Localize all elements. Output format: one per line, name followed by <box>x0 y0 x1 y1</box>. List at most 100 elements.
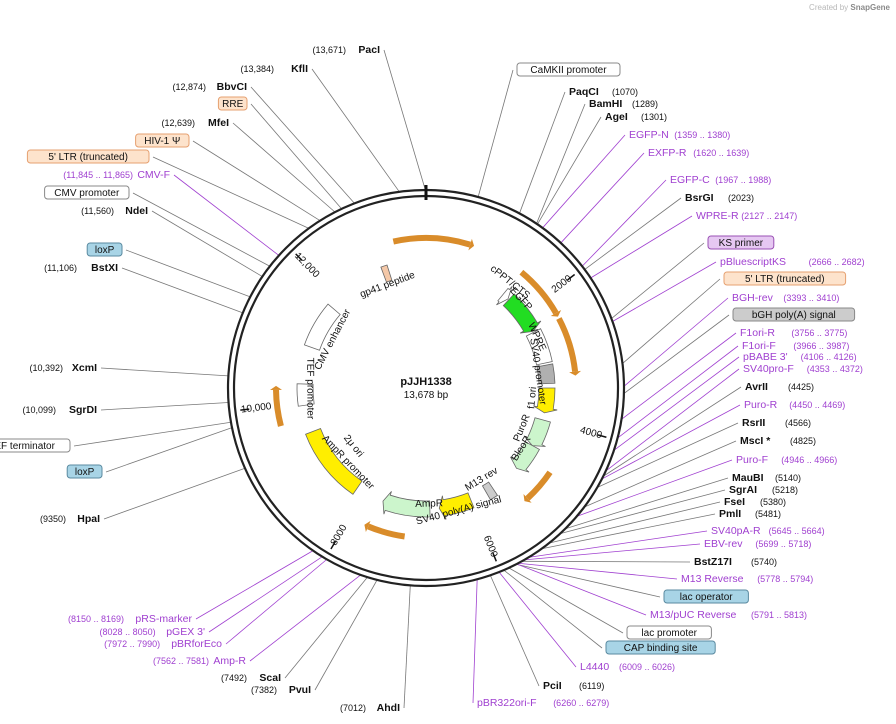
feature-shape-egfp <box>502 293 542 334</box>
loxp-feature: loxP <box>86 242 123 257</box>
leader-right-2 <box>536 103 586 224</box>
pbabe-3-primer: pBABE 3'(4106 .. 4126) <box>743 351 857 363</box>
label-pos: (1620 .. 1639) <box>693 148 749 158</box>
ndei-site: NdeI(11,560) <box>81 205 148 217</box>
leader-left-9 <box>151 210 263 277</box>
label-pos: (5791 .. 5813) <box>751 610 807 620</box>
feature-shape-ampr <box>382 491 431 518</box>
tick-4000 <box>597 434 607 439</box>
leader-right-32 <box>516 563 647 616</box>
label-name: WPRE-R <box>696 210 739 222</box>
label-pos: (7382) <box>251 685 277 695</box>
tick-label-12000: 12,000 <box>292 251 322 281</box>
leader-right-36 <box>489 575 540 687</box>
label-name: SgrAI <box>729 484 757 496</box>
label-name: PciI <box>543 680 562 692</box>
orf-arrowhead-2 <box>569 370 582 376</box>
m13-puc-reverse-primer: M13/pUC Reverse (5791 .. 5813) <box>650 609 807 621</box>
tick-label-2000: 2000 <box>550 273 575 296</box>
label-box <box>516 62 621 77</box>
leader-right-11 <box>622 278 721 364</box>
leader-left-8 <box>132 192 271 267</box>
bstz17i-site: BstZ17I(5740) <box>694 556 777 568</box>
label-name: Amp-R <box>213 655 246 667</box>
lac-promoter-feature: lac promoter <box>626 625 712 640</box>
label-name: M13/pUC Reverse <box>650 609 737 621</box>
label-name: PacI <box>358 44 380 56</box>
label-text: 5' LTR (truncated) <box>48 152 128 163</box>
leader-right-15 <box>617 345 739 439</box>
xcmi-site: XcmI(10,392) <box>29 362 97 374</box>
label-name: PaqCI <box>569 86 599 98</box>
leader-right-6 <box>581 179 667 267</box>
leader-right-22 <box>576 459 733 517</box>
label-name: Puro-F <box>736 454 768 466</box>
label-pos: (5645 .. 5664) <box>769 526 825 536</box>
tick-label-8000: 8000 <box>329 523 350 548</box>
label-text: KS primer <box>719 238 764 249</box>
feature-shape-f1-ori <box>533 387 558 414</box>
orf-arrow-2 <box>556 317 579 372</box>
orf-arrow-5 <box>273 389 284 427</box>
feature-shape-2-ori <box>305 428 363 495</box>
label-pos: (7562 .. 7581) <box>153 656 209 666</box>
leader-left-13 <box>100 402 229 411</box>
label-name: HpaI <box>77 513 100 525</box>
leader-left-2 <box>250 86 355 204</box>
label-pos: (5380) <box>760 497 786 507</box>
orf-arrow-3 <box>525 470 553 501</box>
label-pos: (4825) <box>790 436 816 446</box>
orf-arrowhead-1 <box>550 310 562 317</box>
feature-cmv-enhancer <box>303 303 341 351</box>
label-name: SgrDI <box>69 404 97 416</box>
leader-left-0 <box>383 49 426 191</box>
leader-right-4 <box>542 134 626 229</box>
feature-egfp <box>502 293 542 334</box>
feature-f1-ori <box>533 387 558 414</box>
feature-ori <box>438 492 475 520</box>
egfp-c-primer: EGFP-C(1967 .. 1988) <box>670 174 771 186</box>
label-pos: (4566) <box>785 418 811 428</box>
leader-right-1 <box>519 91 566 214</box>
label-box <box>217 96 248 111</box>
kfli-site: KflI(13,384) <box>240 63 308 75</box>
camkii-promoter-feature: CaMKII promoter <box>516 62 621 77</box>
label-name: pBRforEco <box>171 638 222 650</box>
feature-shape-cppt-cts <box>496 286 513 306</box>
label-text: lac promoter <box>641 628 697 639</box>
tick-6000 <box>492 552 497 562</box>
leader-right-23 <box>565 477 729 530</box>
feature-shape-bleor <box>510 441 540 473</box>
tick-label-10000: 10,000 <box>240 401 272 416</box>
tick-2000 <box>567 273 576 281</box>
label-name: BsrGI <box>685 192 714 204</box>
label-name: pBR322ori-F <box>477 697 537 709</box>
label-text: CAP binding site <box>624 643 698 654</box>
feature-m13-rev <box>481 481 499 501</box>
leader-left-22 <box>314 579 378 691</box>
pbr322ori-f-primer: pBR322ori-F (6260 .. 6279) <box>477 697 609 709</box>
label-name: SV40pro-F <box>743 363 794 375</box>
orf-arrowhead-3 <box>523 493 532 503</box>
feature-gp41-peptide <box>380 264 393 283</box>
maubi-site: MauBI(5140) <box>732 472 801 484</box>
label-box <box>135 133 190 148</box>
feature-cppt-cts <box>496 286 513 306</box>
backbone-outer-circle <box>226 188 626 588</box>
rre-feature: RRE <box>217 96 248 111</box>
leader-left-23 <box>403 585 411 709</box>
feature-shape-wpre <box>525 328 553 366</box>
label-pos: (5699 .. 5718) <box>755 539 811 549</box>
label-name: F1ori-R <box>740 327 775 339</box>
feature-label-f1-ori: f1 ori <box>526 386 539 409</box>
label-pos: (7492) <box>221 673 247 683</box>
leader-right-30 <box>518 562 678 580</box>
label-pos: (6119) <box>579 681 604 691</box>
pvui-site: PvuI(7382) <box>251 684 311 696</box>
leader-right-37 <box>472 579 478 704</box>
label-pos: (6260 .. 6279) <box>553 698 609 708</box>
bamhi-site: BamHI(1289) <box>589 98 658 110</box>
label-pos: (3756 .. 3775) <box>791 328 847 338</box>
label-text: TEF terminator <box>0 441 56 452</box>
leader-right-8 <box>590 215 693 279</box>
